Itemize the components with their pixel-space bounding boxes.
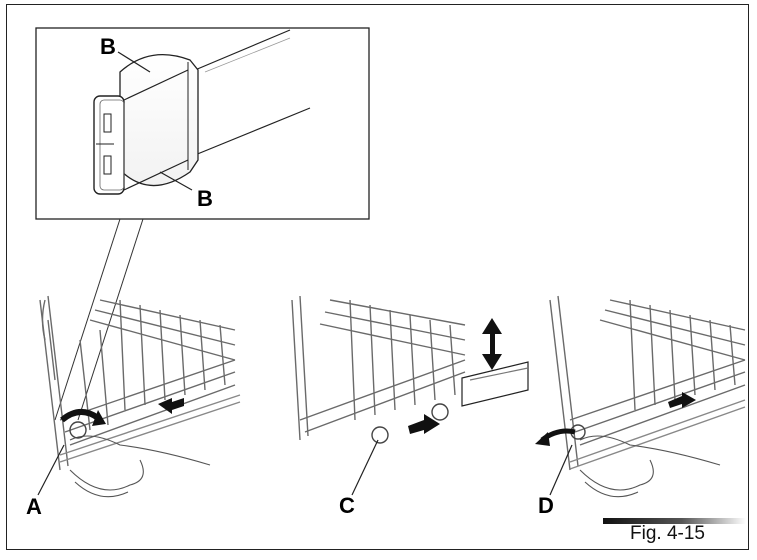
label-a: A — [26, 494, 42, 519]
inset-detail — [35, 27, 370, 421]
up-down-arrow — [482, 318, 502, 370]
detached-rail — [461, 361, 529, 407]
slide-arrow-right-d — [668, 392, 696, 408]
rack-middle — [291, 295, 466, 444]
rack-left — [39, 295, 241, 498]
slide-arrow-left-1 — [158, 398, 184, 414]
rotate-arrow-a — [60, 409, 100, 423]
figure-caption: Fig. 4-15 — [630, 523, 705, 544]
label-c: C — [339, 493, 355, 518]
label-b-top: B — [100, 34, 116, 59]
rack-right — [549, 295, 746, 498]
label-d: D — [538, 493, 554, 518]
rail-tube — [93, 29, 311, 195]
slide-arrow-right-c — [408, 414, 440, 434]
label-b-bottom: B — [197, 186, 213, 211]
caption-bar — [603, 518, 746, 524]
